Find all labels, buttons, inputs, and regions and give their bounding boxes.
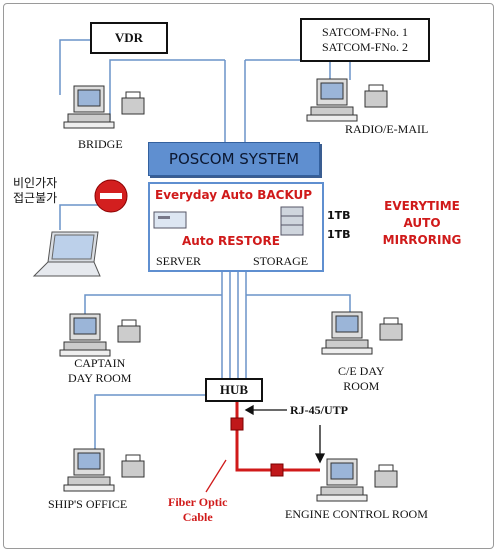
laptop-icon	[32, 231, 101, 277]
radio-computer-icon	[306, 78, 388, 122]
no-entry-icon	[94, 179, 128, 213]
rj45-label: RJ-45/UTP	[290, 403, 348, 417]
ships-office-computer-icon	[63, 448, 145, 492]
satcom-1-label: SATCOM-FNo. 1	[321, 25, 408, 39]
capacity-label-2: 1TB	[327, 228, 351, 241]
mirroring-line-1: EVERYTIME	[384, 199, 460, 213]
unauthorized-line-2: 접근불가	[13, 191, 58, 205]
vdr-box: VDR	[90, 22, 168, 54]
satcom-box: SATCOM-FNo. 1 SATCOM-FNo. 2	[300, 18, 430, 62]
ce-line-2: ROOM	[343, 379, 380, 393]
poscom-system-title: POSCOM SYSTEM	[148, 142, 320, 176]
fiber-line-1: Fiber Optic	[168, 495, 228, 509]
ce-computer-icon	[321, 311, 403, 355]
fiber-optic-label: Fiber Optic Cable	[168, 495, 227, 525]
storage-icon	[280, 206, 304, 236]
engine-control-room-label: ENGINE CONTROL ROOM	[285, 507, 428, 521]
ce-room-label: C/E DAY ROOM	[338, 364, 385, 394]
storage-label: STORAGE	[253, 254, 309, 268]
satcom-2-label: SATCOM-FNo. 2	[321, 40, 408, 54]
everyday-backup-label: Everyday Auto BACKUP	[155, 188, 313, 202]
mirroring-label: EVERYTIME AUTO MIRRORING	[378, 198, 466, 249]
ce-line-1: C/E DAY	[338, 364, 385, 378]
unauthorized-access-label: 비인가자 접근불가	[13, 176, 57, 206]
auto-restore-label: Auto RESTORE	[182, 234, 280, 248]
ships-office-label: SHIP'S OFFICE	[48, 497, 128, 511]
bridge-label: BRIDGE	[78, 137, 123, 151]
mirroring-line-2: AUTO	[403, 216, 441, 230]
capacity-label-1: 1TB	[327, 209, 351, 222]
unauthorized-line-1: 비인가자	[13, 176, 58, 190]
fiber-line-2: Cable	[182, 510, 213, 524]
server-icon	[153, 211, 187, 229]
captain-line-1: CAPTAIN	[74, 356, 126, 370]
mirroring-line-3: MIRRORING	[382, 233, 462, 247]
server-label: SERVER	[156, 254, 202, 268]
engine-computer-icon	[316, 458, 398, 502]
captain-line-2: DAY ROOM	[68, 371, 132, 385]
bridge-computer-icon	[63, 85, 145, 129]
diagram-frame	[3, 3, 494, 549]
radio-email-label: RADIO/E-MAIL	[345, 122, 429, 136]
captain-computer-icon	[59, 313, 141, 357]
captain-room-label: CAPTAIN DAY ROOM	[68, 356, 131, 386]
hub-box: HUB	[205, 378, 263, 402]
